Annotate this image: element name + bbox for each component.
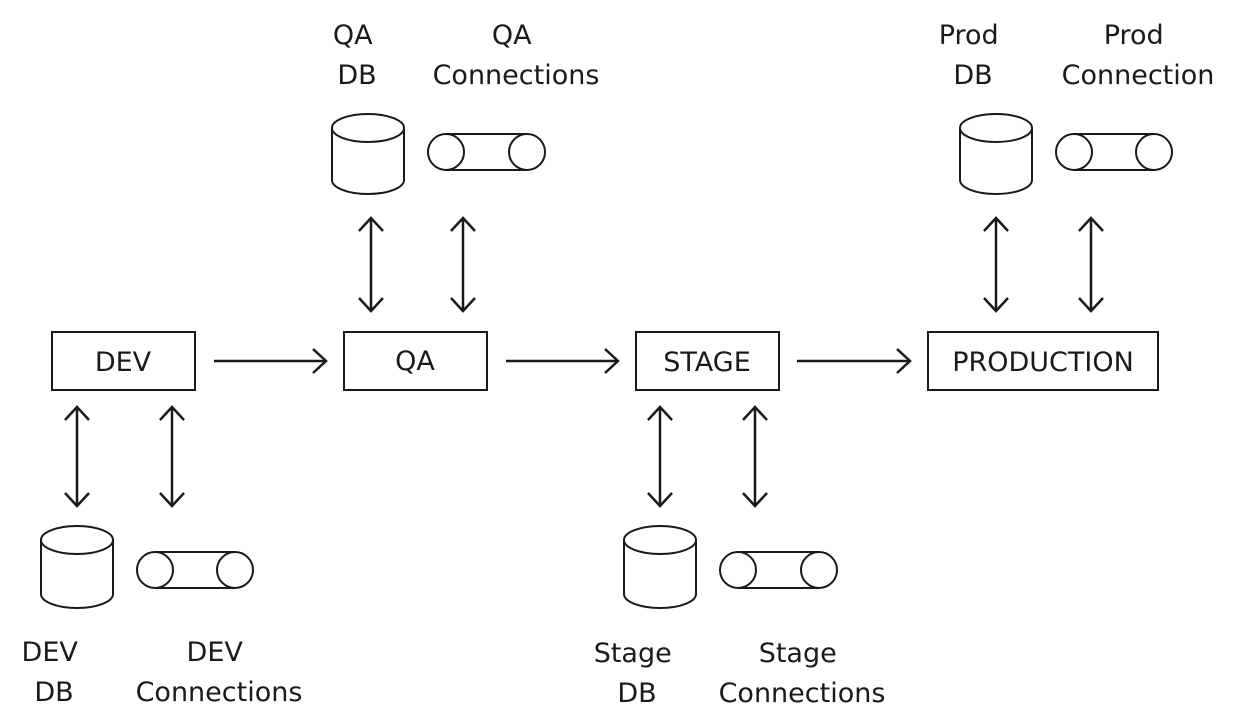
qa-db-label-line1: QA	[333, 20, 373, 51]
qa-connections-label: QA Connections	[433, 20, 600, 91]
production-box-label: PRODUCTION	[952, 347, 1134, 378]
prod-connection-label-line1: Prod	[1104, 20, 1164, 51]
dev-db-label: DEV DB	[22, 637, 87, 708]
stage-connection-pipe-icon	[719, 551, 838, 589]
qa-connection-pipe-icon	[427, 133, 546, 171]
dev-connections-bidirectional-arrow	[159, 405, 185, 508]
qa-connections-label-line1: QA	[492, 20, 532, 51]
stage-db-bidirectional-arrow	[647, 405, 673, 508]
prod-db-label-line1: Prod	[939, 20, 999, 51]
prod-database-icon	[959, 113, 1033, 195]
qa-connections-bidirectional-arrow	[450, 216, 476, 313]
dev-connections-label-line1: DEV	[187, 637, 244, 668]
dev-box-label: DEV	[95, 347, 152, 378]
arrow-dev-to-qa	[214, 348, 328, 374]
arrow-qa-to-stage	[506, 348, 620, 374]
stage-connections-label: Stage Connections	[719, 638, 886, 709]
dev-box: DEV	[51, 331, 196, 391]
prod-connection-label: Prod Connection	[1062, 20, 1215, 91]
stage-box: STAGE	[635, 331, 780, 391]
stage-db-label-line1: Stage	[594, 638, 672, 669]
dev-connection-pipe-icon	[136, 551, 254, 589]
dev-db-label-line2: DB	[34, 677, 73, 708]
prod-connection-pipe-icon	[1055, 133, 1173, 171]
qa-db-label: QA DB	[333, 20, 381, 91]
arrow-stage-to-production	[797, 348, 912, 374]
stage-connections-bidirectional-arrow	[742, 405, 768, 508]
stage-box-label: STAGE	[663, 347, 751, 378]
qa-db-label-line2: DB	[337, 60, 376, 91]
dev-connections-label-line2: Connections	[136, 677, 303, 708]
prod-connection-bidirectional-arrow	[1078, 216, 1104, 313]
stage-database-icon	[623, 525, 697, 609]
qa-box: QA	[343, 331, 488, 391]
stage-db-label-line2: DB	[617, 678, 656, 709]
prod-connection-label-line2: Connection	[1062, 60, 1215, 91]
qa-box-label: QA	[395, 346, 435, 377]
qa-database-icon	[331, 113, 405, 195]
stage-connections-label-line2: Connections	[719, 678, 886, 709]
stage-db-label: Stage DB	[594, 638, 681, 709]
dev-db-bidirectional-arrow	[64, 405, 90, 508]
prod-db-label-line2: DB	[953, 60, 992, 91]
dev-database-icon	[40, 525, 114, 609]
dev-db-label-line1: DEV	[22, 637, 79, 668]
prod-db-label: Prod DB	[939, 20, 1008, 91]
production-box: PRODUCTION	[927, 331, 1159, 391]
qa-connections-label-line2: Connections	[433, 60, 600, 91]
prod-db-bidirectional-arrow	[983, 216, 1009, 313]
dev-connections-label: DEV Connections	[136, 637, 303, 708]
qa-db-bidirectional-arrow	[358, 216, 384, 313]
stage-connections-label-line1: Stage	[759, 638, 837, 669]
